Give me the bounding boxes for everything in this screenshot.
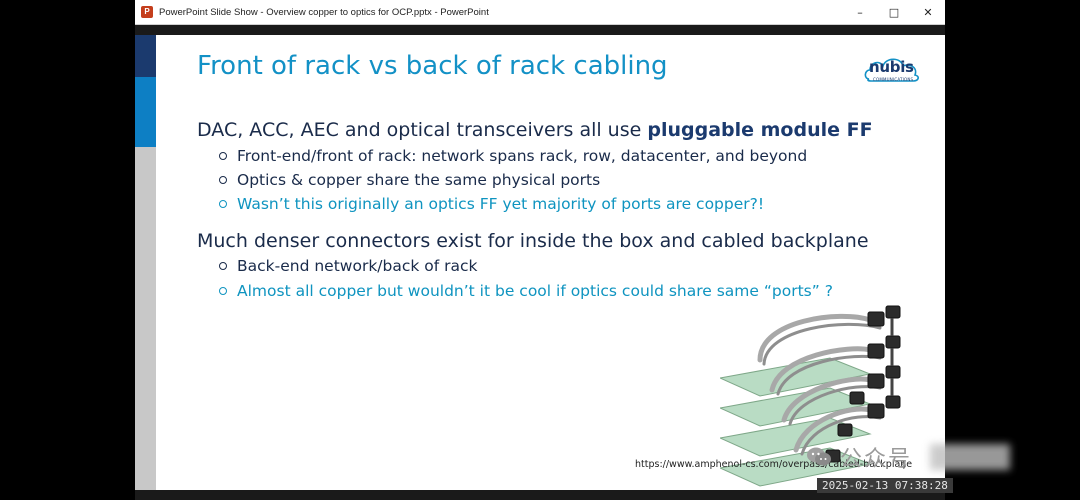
watermark-text: 公众号 — [840, 447, 913, 472]
page-number: 4 — [900, 462, 906, 472]
powerpoint-icon: P — [141, 6, 153, 18]
bullet-ring-icon — [219, 152, 227, 160]
sub-bullet-all-copper: Almost all copper but wouldn’t it be coo… — [219, 282, 833, 300]
sub-bullet-front-end: Front-end/front of rack: network spans r… — [219, 147, 807, 165]
timestamp-overlay: 2025-02-13 07:38:28 — [817, 478, 953, 493]
sub-bullet-optics-ff: Wasn’t this originally an optics FF yet … — [219, 195, 764, 213]
bullet-denser: Much denser connectors exist for inside … — [197, 230, 869, 252]
nubis-cloud-logo: nubis COMMUNICATIONS — [863, 53, 923, 87]
sub-bullet-back-end: Back-end network/back of rack — [219, 257, 478, 275]
wechat-icon — [807, 447, 831, 466]
window-controls: – □ ✕ — [843, 0, 945, 24]
wechat-watermark: 公众号 — [806, 440, 1056, 474]
sub-bullet-share-ports: Optics & copper share the same physical … — [219, 171, 600, 189]
close-icon[interactable]: ✕ — [923, 5, 933, 19]
bullet-ring-icon — [219, 176, 227, 184]
bullet-ring-icon — [219, 287, 227, 295]
logo-name: nubis — [869, 58, 914, 76]
window-title: PowerPoint Slide Show - Overview copper … — [159, 6, 489, 18]
bullet-ring-icon — [219, 262, 227, 270]
cabled-backplane-image — [718, 300, 945, 490]
title-bar[interactable]: P PowerPoint Slide Show - Overview coppe… — [135, 0, 945, 25]
slide[interactable]: Front of rack vs back of rack cabling nu… — [135, 35, 945, 490]
maximize-icon[interactable]: □ — [888, 5, 900, 19]
source-url[interactable]: https://www.amphenol-cs.com/overpass/cab… — [635, 459, 913, 470]
watermark-blurred-name — [930, 444, 1011, 470]
accent-bar-blue — [135, 77, 156, 147]
minimize-icon[interactable]: – — [857, 5, 863, 19]
bullet-ring-icon — [219, 200, 227, 208]
accent-bar-dark — [135, 35, 156, 77]
bullet-bold: pluggable module FF — [647, 119, 873, 141]
accent-bar-grey — [135, 147, 156, 490]
slide-title: Front of rack vs back of rack cabling — [197, 51, 668, 81]
bullet-pluggable: DAC, ACC, AEC and optical transceivers a… — [197, 119, 873, 141]
logo-subtitle: COMMUNICATIONS — [873, 77, 914, 82]
powerpoint-window: P PowerPoint Slide Show - Overview coppe… — [135, 0, 945, 500]
